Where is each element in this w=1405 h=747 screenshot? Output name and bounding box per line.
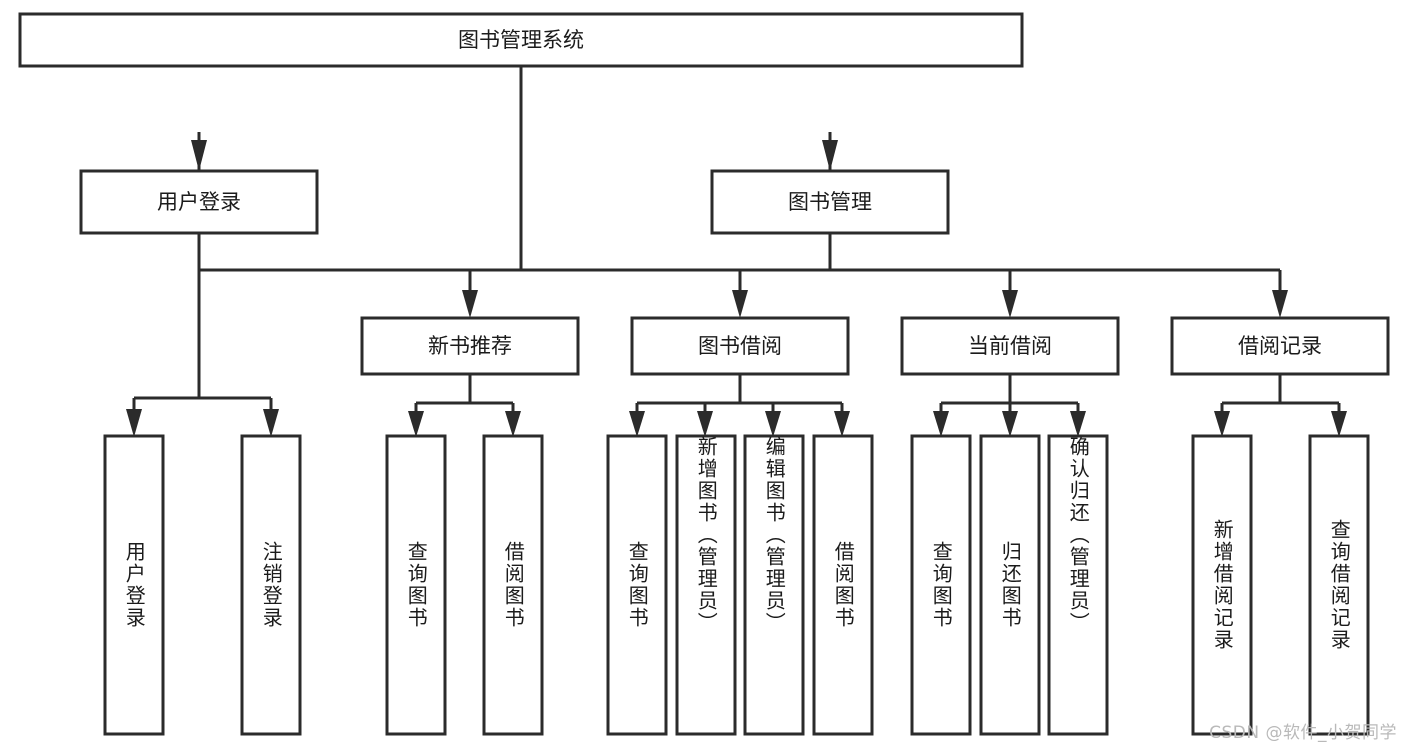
connector-group-book-mgmt: [468, 233, 1282, 298]
csdn-watermark: CSDN @软件_小贺同学: [1209, 723, 1397, 743]
arrowhead-book-borrow: [732, 290, 748, 318]
arrowhead-borrow-record: [1272, 290, 1288, 318]
label-book-management: 图书管理: [788, 190, 872, 214]
node-box-root[interactable]: [18, 12, 1024, 68]
leaf-box-new-book-1[interactable]: [385, 434, 447, 736]
leaf-box-current-borrow-2[interactable]: [979, 434, 1041, 736]
label-borrow-record: 借阅记录: [1238, 334, 1322, 358]
arrowhead-leaf-ul-1: [126, 409, 142, 437]
connector-group-user-login-leaves: [132, 233, 273, 420]
label-current-borrow: 当前借阅: [968, 334, 1052, 358]
arrowhead-leaf-bb-2: [697, 411, 713, 437]
arrowhead-leaf-bb-1: [629, 411, 645, 437]
arrowhead-leaf-cb-3: [1070, 411, 1086, 437]
leaf-box-book-borrow-3[interactable]: [743, 434, 805, 736]
connector-group-bookborrow-leaves: [635, 374, 844, 420]
arrowhead-leaf-bb-3: [765, 411, 781, 437]
leaf-box-book-borrow-1[interactable]: [606, 434, 668, 736]
label-user-login: 用户登录: [157, 190, 241, 214]
leaf-box-borrow-record-1[interactable]: [1191, 434, 1253, 736]
arrowhead-book-management: [822, 140, 838, 171]
arrowhead-leaf-cb-1: [933, 411, 949, 437]
label-book-borrow: 图书借阅: [698, 334, 782, 358]
arrowhead-leaf-cb-2: [1002, 411, 1018, 437]
arrowhead-new-book: [462, 290, 478, 318]
leaf-box-user-login-1[interactable]: [103, 434, 165, 736]
arrowhead-current-borrow: [1002, 290, 1018, 318]
connector-group: [197, 66, 832, 272]
arrowhead-leaf-ul-2: [263, 409, 279, 437]
arrowhead-leaf-br-2: [1331, 411, 1347, 437]
leaf-box-new-book-2[interactable]: [482, 434, 544, 736]
node-box-book-borrow[interactable]: [630, 316, 850, 376]
arrowhead-leaf-br-1: [1214, 411, 1230, 437]
arrowhead-leaf-nb-1: [408, 411, 424, 437]
node-box-new-book-recommend[interactable]: [360, 316, 580, 376]
node-box-current-borrow[interactable]: [900, 316, 1120, 376]
leaf-box-book-borrow-2[interactable]: [675, 434, 737, 736]
label-new-book-recommend: 新书推荐: [428, 334, 512, 358]
connector-group-borrowrecord-leaves: [1220, 374, 1341, 420]
arrowhead-leaf-nb-2: [505, 411, 521, 437]
leaf-box-user-login-2[interactable]: [240, 434, 302, 736]
label-root: 图书管理系统: [458, 28, 584, 52]
arrowhead-user-login: [191, 140, 207, 171]
leaf-box-borrow-record-2[interactable]: [1308, 434, 1370, 736]
leaf-box-current-borrow-3[interactable]: [1047, 434, 1109, 736]
arrowhead-group: [126, 140, 1347, 437]
arrowhead-leaf-bb-4: [834, 411, 850, 437]
node-box-borrow-record[interactable]: [1170, 316, 1390, 376]
connector-group-newbook-leaves: [414, 374, 515, 420]
leaf-box-current-borrow-1[interactable]: [910, 434, 972, 736]
leaf-box-book-borrow-4[interactable]: [812, 434, 874, 736]
